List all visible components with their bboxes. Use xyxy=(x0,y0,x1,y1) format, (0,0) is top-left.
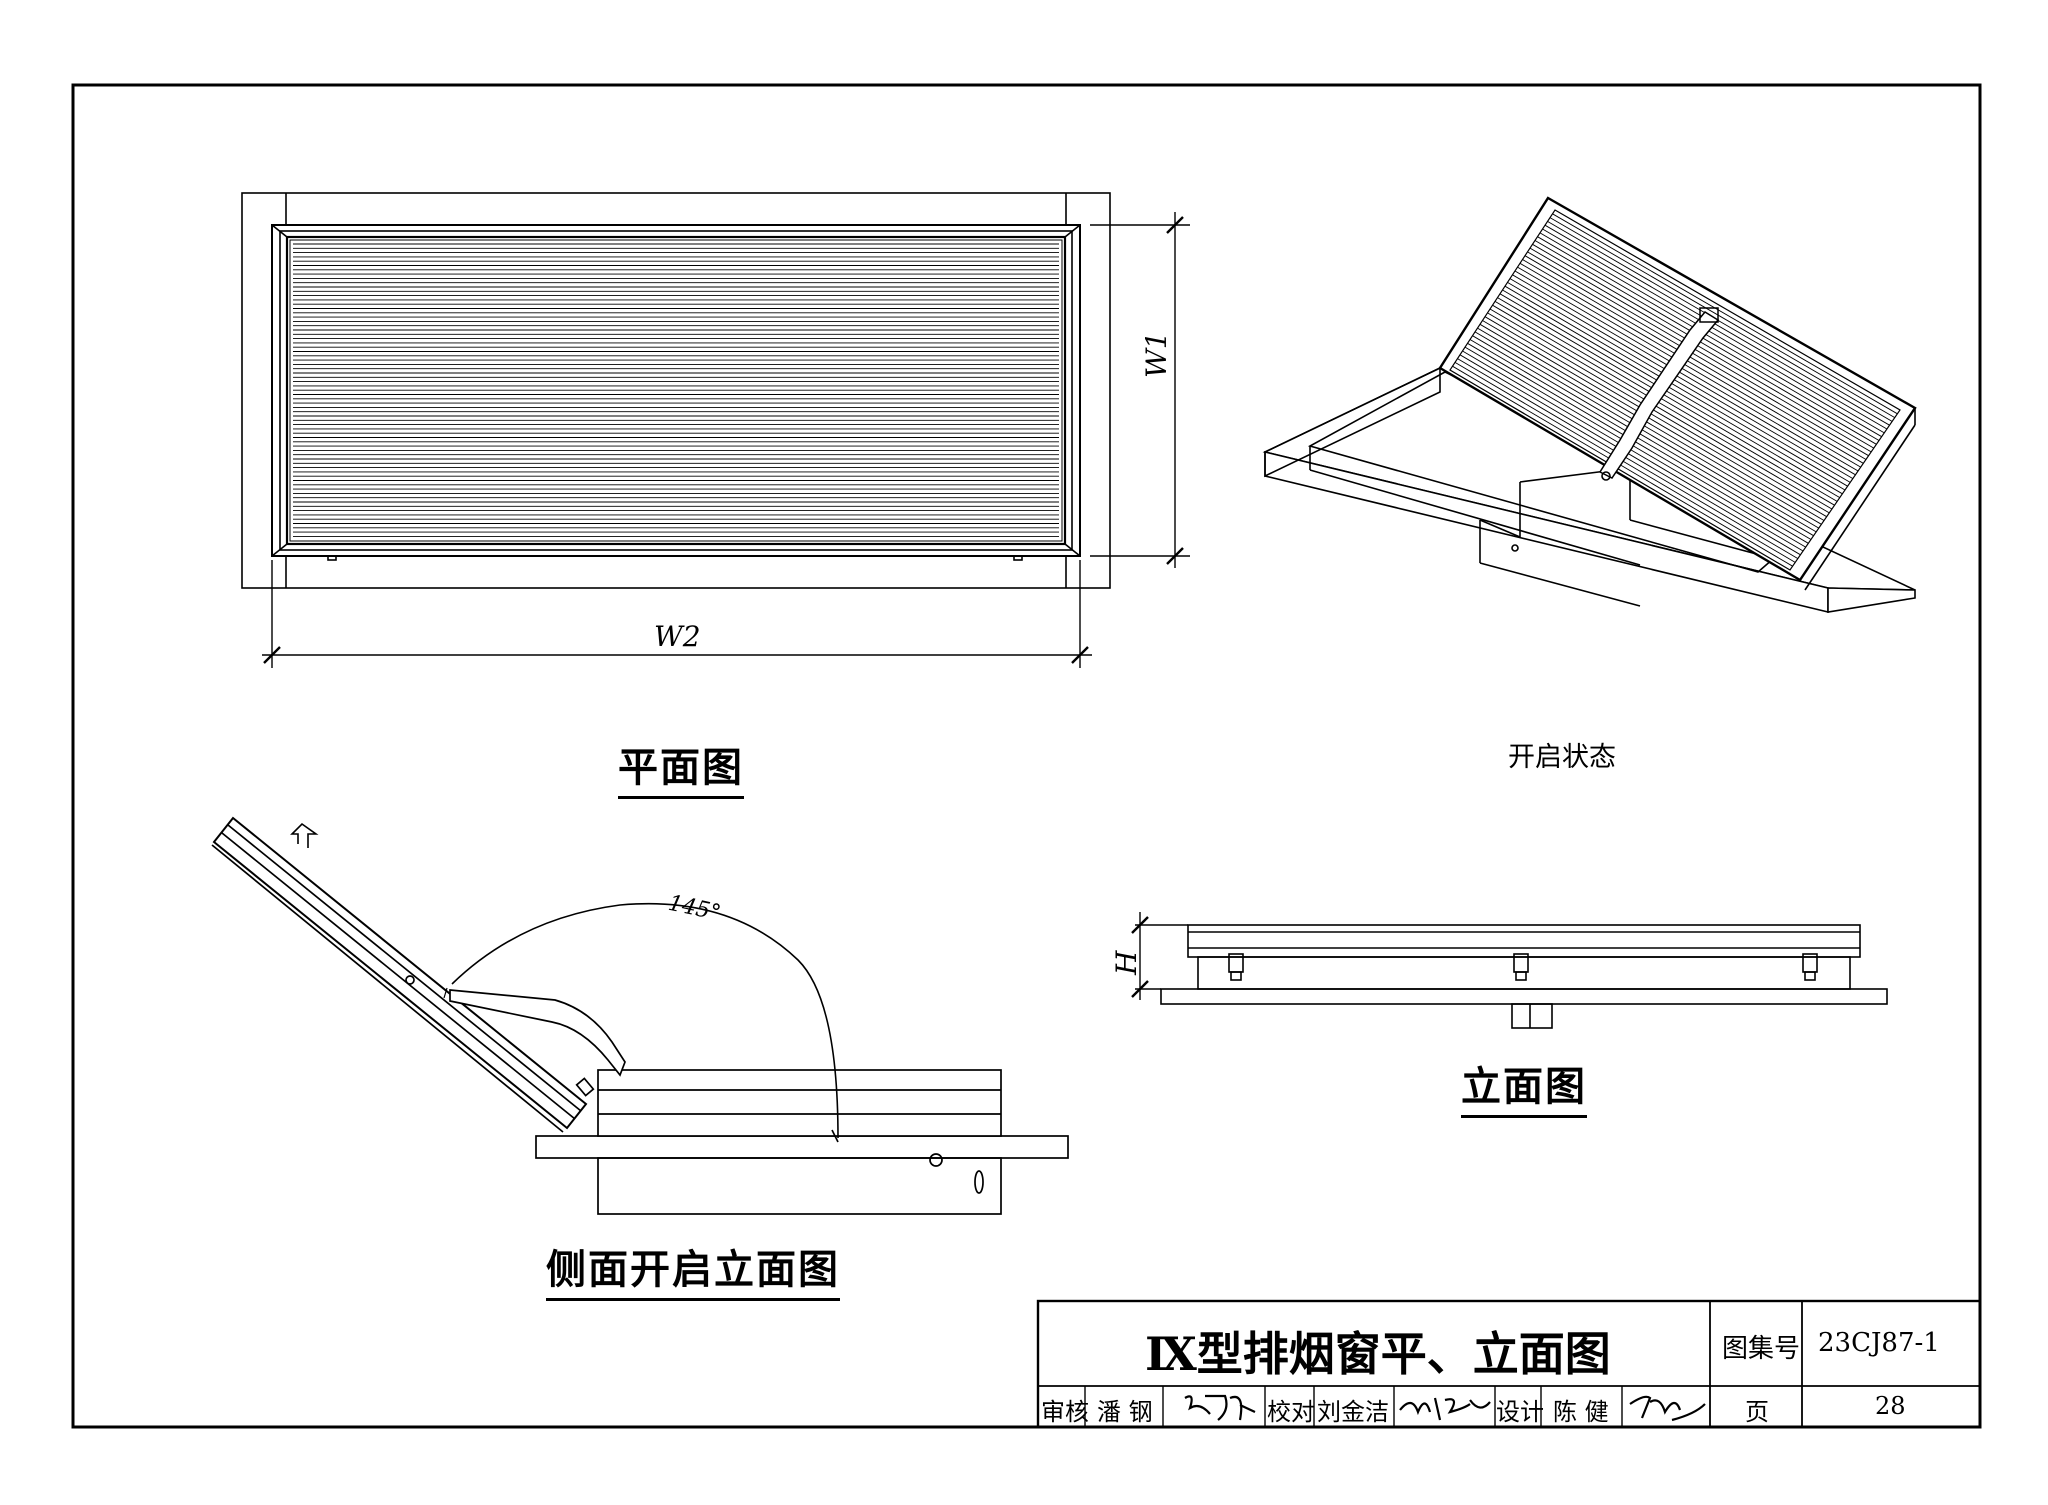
lid-slat-line xyxy=(1549,217,1896,418)
plan-view xyxy=(241,192,1111,589)
hinge-clip xyxy=(1515,971,1527,981)
lid-slat-line xyxy=(1527,251,1872,453)
page-label: 页 xyxy=(1745,1398,1769,1426)
lid-slat-line xyxy=(1552,213,1898,415)
review-label: 审核 xyxy=(1041,1398,1089,1426)
lid-slat-line xyxy=(1464,346,1806,548)
lid-slat-line xyxy=(1484,316,1827,518)
reviewer-signature xyxy=(1184,1394,1256,1421)
atlas-label: 图集号 xyxy=(1722,1334,1801,1364)
open-state-view xyxy=(1262,196,1917,614)
lid-slat-line xyxy=(1542,228,1888,430)
lid-slat-line xyxy=(1522,259,1867,460)
lid-slat-line xyxy=(1497,297,1841,498)
lid-slat-line xyxy=(1482,320,1825,521)
reviewer-name: 潘 钢 xyxy=(1097,1398,1153,1426)
side-open-view xyxy=(211,816,1069,1215)
lid-slat-line xyxy=(1529,247,1875,449)
lid-slat-line xyxy=(1544,224,1890,426)
title-block xyxy=(1036,1299,1982,1429)
lid-slat-line xyxy=(1454,362,1796,563)
lid-slat-line xyxy=(1514,270,1859,472)
designer-name: 陈 健 xyxy=(1553,1398,1609,1426)
lid-slat-line xyxy=(1452,365,1793,567)
lid-slat-line xyxy=(1517,266,1861,468)
elevation-title: 立面图 xyxy=(1461,1054,1587,1118)
lid-slat-line xyxy=(1472,335,1814,537)
lid-slat-line xyxy=(1487,312,1830,514)
hinge-clip xyxy=(1230,971,1242,981)
h-label: H xyxy=(1110,950,1143,975)
lid-slat-line xyxy=(1519,262,1864,464)
lid-slat-line xyxy=(1509,278,1854,479)
lid-slat-line xyxy=(1512,274,1856,476)
page-number: 28 xyxy=(1875,1392,1906,1420)
w2-label: W2 xyxy=(654,620,701,653)
plan-title: 平面图 xyxy=(618,735,744,799)
lid-slat-line xyxy=(1462,350,1804,552)
lid-slat-line xyxy=(1537,236,1882,438)
lid-slat-line xyxy=(1474,331,1817,533)
lid-slat-line xyxy=(1547,221,1893,422)
lid-slat-line xyxy=(1539,232,1885,434)
lid-slat-line xyxy=(1492,304,1835,506)
h-dimension xyxy=(1131,912,1188,1000)
lid-slat-line xyxy=(1504,285,1848,487)
lid-slat-line xyxy=(1507,282,1851,483)
atlas-number: 23CJ87-1 xyxy=(1818,1328,1940,1358)
lid-slat-line xyxy=(1502,289,1846,491)
w2-dimension xyxy=(262,560,1092,668)
lid-slat-line xyxy=(1479,323,1822,525)
lid-slat-line xyxy=(1459,354,1801,556)
sheet-border xyxy=(71,83,1982,1429)
check-label: 校对 xyxy=(1267,1398,1315,1426)
lid-slat-line xyxy=(1477,327,1820,529)
sheet-title: Ⅸ型排烟窗平、立面图 xyxy=(1145,1327,1611,1381)
elevation-view xyxy=(1160,924,1888,1029)
lid-slat-line xyxy=(1532,243,1877,445)
w1-dimension xyxy=(1090,212,1190,568)
lid-slat-line xyxy=(1457,358,1799,559)
hinge-clip xyxy=(1804,971,1816,981)
lid-slat-line xyxy=(1467,342,1809,544)
checker-name: 刘金洁 xyxy=(1317,1398,1389,1426)
lid-slat-line xyxy=(1524,255,1869,457)
side-open-title: 侧面开启立面图 xyxy=(546,1237,840,1301)
lid-slat-line xyxy=(1499,293,1843,495)
design-label: 设计 xyxy=(1496,1398,1544,1426)
lid-slat-line xyxy=(1534,240,1880,441)
open-state-caption: 开启状态 xyxy=(1508,742,1616,773)
checker-signature xyxy=(1399,1397,1491,1421)
designer-signature xyxy=(1629,1395,1706,1422)
lid-slat-line xyxy=(1494,301,1838,502)
lid-slat-line xyxy=(1489,308,1833,510)
w1-label: W1 xyxy=(1140,331,1173,378)
lid-slat-line xyxy=(1469,339,1812,540)
